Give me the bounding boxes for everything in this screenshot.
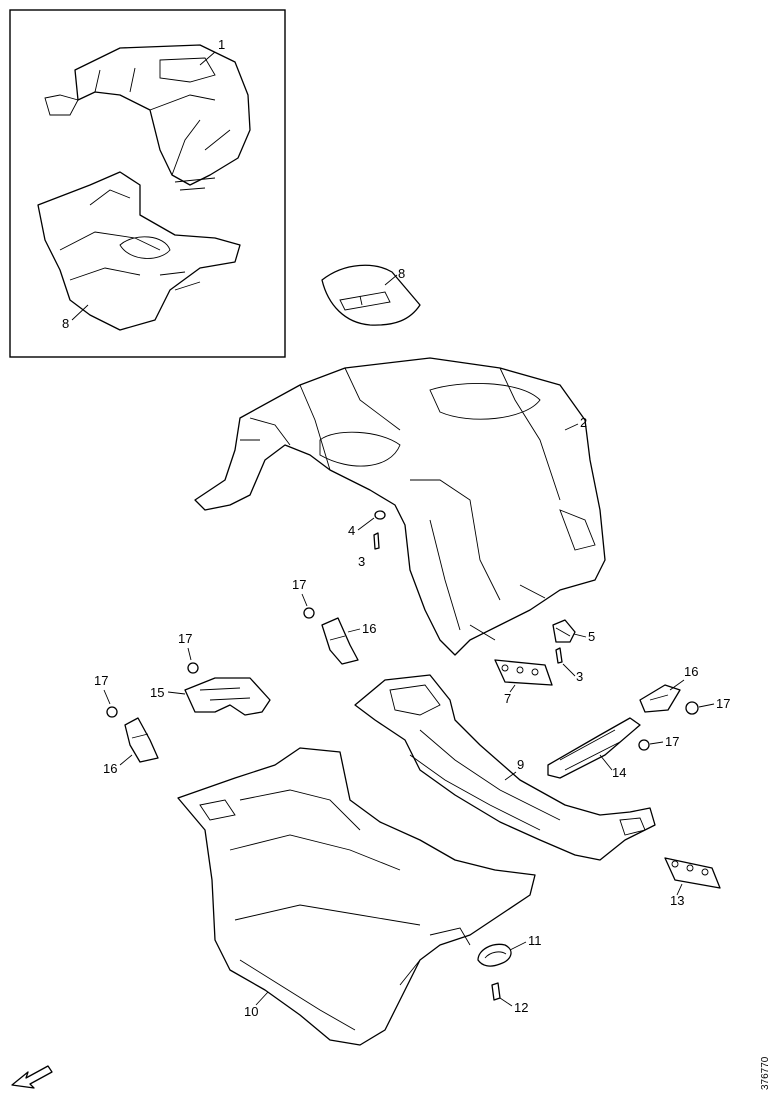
callout-16a: 16 <box>362 621 376 636</box>
callout-16b: 16 <box>103 761 117 776</box>
bracket-16a <box>321 617 359 665</box>
screw-3a <box>373 532 380 550</box>
callout-11: 11 <box>528 933 542 948</box>
screw-3b <box>555 647 563 664</box>
front-direction-arrow-icon <box>11 1065 53 1089</box>
callout-17e: 17 <box>665 734 679 749</box>
bracket-7 <box>494 659 553 686</box>
callout-13: 13 <box>670 893 684 908</box>
callout-10: 10 <box>244 1004 258 1019</box>
callout-4: 4 <box>348 523 355 538</box>
callout-17d: 17 <box>716 696 730 711</box>
screw-12 <box>491 982 501 1001</box>
callout-16c: 16 <box>684 664 698 679</box>
inset-part-8 <box>37 171 241 331</box>
callout-8-inset: 8 <box>62 316 69 331</box>
part-9-tunnel-shield <box>354 674 656 861</box>
callout-1: 1 <box>218 37 225 52</box>
part-8-half-shield <box>321 264 421 326</box>
bracket-16c <box>639 684 681 713</box>
bracket-13 <box>664 857 721 889</box>
fastener-4 <box>374 510 386 520</box>
callout-17a: 17 <box>292 577 306 592</box>
part-10-floor-shield <box>177 747 536 1046</box>
callout-7: 7 <box>504 691 511 706</box>
part-2-main-heat-shield <box>194 357 606 656</box>
inset-part-1 <box>44 44 251 191</box>
nut-17e <box>638 739 650 751</box>
bolt-17c <box>106 706 118 718</box>
callout-14: 14 <box>612 765 626 780</box>
bracket-14 <box>547 717 641 779</box>
clip-5 <box>552 619 576 643</box>
callout-12: 12 <box>514 1000 528 1015</box>
bracket-16b <box>124 717 159 763</box>
reference-number: 376770 <box>760 1056 771 1090</box>
bracket-15 <box>184 677 271 716</box>
callout-17c: 17 <box>94 673 108 688</box>
callout-17b: 17 <box>178 631 192 646</box>
clip-11 <box>477 943 512 967</box>
callout-2: 2 <box>580 415 587 430</box>
bolt-17b <box>187 662 199 674</box>
callout-8: 8 <box>398 266 405 281</box>
callout-3b: 3 <box>576 669 583 684</box>
inset-panel: 1 8 <box>9 9 286 358</box>
callout-5: 5 <box>588 629 595 644</box>
bolt-17a <box>303 607 315 619</box>
callout-15: 15 <box>150 685 164 700</box>
nut-17d <box>685 701 699 715</box>
callout-9: 9 <box>517 757 524 772</box>
callout-3a: 3 <box>358 554 365 569</box>
